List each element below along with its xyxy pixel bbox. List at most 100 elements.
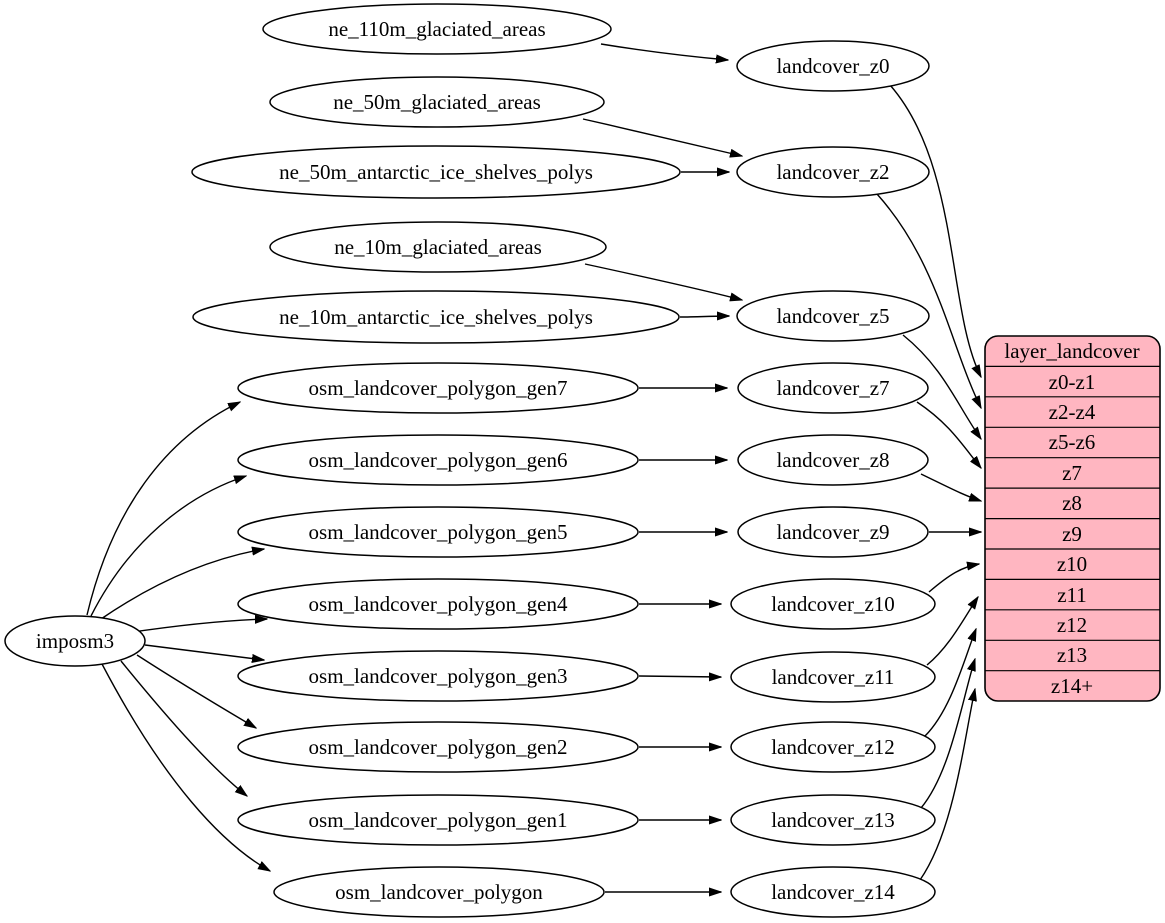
node-ne_110m_glaciated_areas: ne_110m_glaciated_areas	[262, 3, 612, 55]
node-ne_10m_antarctic_ice_shelves_polys: ne_10m_antarctic_ice_shelves_polys	[192, 290, 680, 344]
node-ellipse	[736, 146, 930, 198]
edge-imposm3-osm_landcover_polygon_gen5	[100, 549, 264, 620]
edge-ne_110m_glaciated_areas-landcover_z0	[600, 43, 728, 60]
node-label: osm_landcover_polygon_gen1	[309, 808, 568, 832]
node-ellipse	[736, 40, 930, 92]
node-imposm3: imposm3	[4, 615, 146, 667]
node-ellipse	[269, 221, 607, 273]
node-landcover_z8: landcover_z8	[737, 434, 929, 486]
edge-imposm3-osm_landcover_polygon_gen2	[136, 654, 256, 728]
node-ellipse	[737, 506, 929, 558]
node-ellipse	[237, 434, 639, 486]
edge-imposm3-osm_landcover_polygon_gen3	[144, 644, 264, 660]
node-label: osm_landcover_polygon_gen7	[309, 376, 568, 400]
node-landcover_z10: landcover_z10	[730, 578, 936, 630]
node-landcover_z5: landcover_z5	[736, 290, 930, 342]
node-landcover_z14: landcover_z14	[730, 866, 936, 918]
node-layer: imposm3 ne_110m_glaciated_areas ne_50m_g…	[4, 3, 936, 918]
table-title: layer_landcover	[1004, 339, 1139, 363]
edge-landcover_z14-row-z14plus	[919, 689, 975, 881]
edge-imposm3-osm_landcover_polygon_gen6	[90, 475, 246, 617]
node-ellipse	[730, 578, 936, 630]
edge-layer	[86, 43, 981, 892]
node-label: ne_50m_antarctic_ice_shelves_polys	[279, 160, 593, 184]
node-label: landcover_z10	[771, 592, 895, 616]
node-label: landcover_z2	[776, 160, 889, 184]
node-label: imposm3	[36, 629, 114, 653]
table-row: z12	[1057, 613, 1087, 637]
edge-imposm3-osm_landcover_polygon_gen7	[86, 402, 240, 616]
table-row: z0-z1	[1049, 370, 1096, 394]
node-label: osm_landcover_polygon_gen3	[309, 664, 568, 688]
node-osm_landcover_polygon_gen1: osm_landcover_polygon_gen1	[237, 794, 639, 846]
table-row: z9	[1062, 522, 1082, 546]
node-ellipse	[237, 650, 639, 702]
node-ne_50m_glaciated_areas: ne_50m_glaciated_areas	[269, 76, 605, 128]
table-row: z10	[1057, 552, 1087, 576]
node-label: ne_10m_antarctic_ice_shelves_polys	[279, 305, 593, 329]
table-row: z11	[1057, 583, 1087, 607]
edge-landcover_z11-row-z11	[926, 597, 978, 666]
edge-osm_landcover_polygon_gen3-landcover_z11	[638, 676, 721, 677]
node-osm_landcover_polygon_gen4: osm_landcover_polygon_gen4	[237, 578, 639, 630]
node-ellipse	[192, 290, 680, 344]
edge-ne_10m_glaciated_areas-landcover_z5	[584, 263, 742, 300]
node-landcover_z2: landcover_z2	[736, 146, 930, 198]
node-landcover_z7: landcover_z7	[737, 362, 929, 414]
edge-landcover_z12-row-z12	[924, 629, 977, 737]
node-osm_landcover_polygon_gen2: osm_landcover_polygon_gen2	[237, 721, 639, 773]
node-label: landcover_z9	[776, 520, 889, 544]
node-label: ne_110m_glaciated_areas	[328, 17, 545, 41]
node-label: osm_landcover_polygon_gen4	[309, 592, 568, 616]
node-osm_landcover_polygon_gen7: osm_landcover_polygon_gen7	[237, 362, 639, 414]
node-ellipse	[736, 290, 930, 342]
node-ellipse	[237, 721, 639, 773]
node-ellipse	[737, 362, 929, 414]
node-label: osm_landcover_polygon	[335, 880, 543, 904]
node-osm_landcover_polygon: osm_landcover_polygon	[273, 866, 605, 918]
node-ellipse	[237, 794, 639, 846]
table-row: z14+	[1051, 674, 1093, 698]
edge-ne_50m_glaciated_areas-landcover_z2	[582, 118, 742, 156]
node-ne_10m_glaciated_areas: ne_10m_glaciated_areas	[269, 221, 607, 273]
node-label: landcover_z8	[776, 448, 889, 472]
node-osm_landcover_polygon_gen3: osm_landcover_polygon_gen3	[237, 650, 639, 702]
table-row: z7	[1062, 461, 1082, 485]
node-label: ne_50m_glaciated_areas	[333, 90, 541, 114]
node-label: landcover_z13	[771, 808, 895, 832]
table-layer-landcover: layer_landcover z0-z1 z2-z4 z5-z6 z7 z8 …	[984, 335, 1161, 702]
edge-imposm3-osm_landcover_polygon	[101, 663, 270, 871]
table-row: z2-z4	[1049, 400, 1096, 424]
node-label: ne_10m_glaciated_areas	[334, 235, 542, 259]
node-label: landcover_z0	[776, 54, 889, 78]
node-label: osm_landcover_polygon_gen5	[309, 520, 568, 544]
node-ellipse	[4, 615, 146, 667]
node-label: landcover_z5	[776, 304, 889, 328]
node-ne_50m_antarctic_ice_shelves_polys: ne_50m_antarctic_ice_shelves_polys	[191, 145, 681, 199]
node-ellipse	[237, 506, 639, 558]
node-landcover_z9: landcover_z9	[737, 506, 929, 558]
node-ellipse	[730, 651, 936, 703]
edge-ne_10m_antarctic_ice_shelves_polys-landcover_z5	[679, 316, 729, 317]
node-ellipse	[730, 794, 936, 846]
node-ellipse	[730, 866, 936, 918]
node-label: landcover_z7	[776, 376, 889, 400]
node-label: osm_landcover_polygon_gen2	[309, 735, 568, 759]
edge-landcover_z2-row-z2-z4	[876, 193, 981, 408]
node-landcover_z13: landcover_z13	[730, 794, 936, 846]
table-row: z5-z6	[1049, 430, 1096, 454]
node-ellipse	[237, 362, 639, 414]
edge-landcover_z13-row-z13	[920, 659, 975, 809]
node-landcover_z11: landcover_z11	[730, 651, 936, 703]
node-label: landcover_z12	[771, 735, 895, 759]
node-osm_landcover_polygon_gen5: osm_landcover_polygon_gen5	[237, 506, 639, 558]
node-ellipse	[273, 866, 605, 918]
node-osm_landcover_polygon_gen6: osm_landcover_polygon_gen6	[237, 434, 639, 486]
node-landcover_z0: landcover_z0	[736, 40, 930, 92]
edge-landcover_z8-row-z8	[920, 473, 981, 502]
node-ellipse	[262, 3, 612, 55]
table-row: z13	[1057, 643, 1087, 667]
edge-landcover_z7-row-z7	[916, 401, 981, 468]
edge-imposm3-osm_landcover_polygon_gen1	[120, 660, 247, 796]
